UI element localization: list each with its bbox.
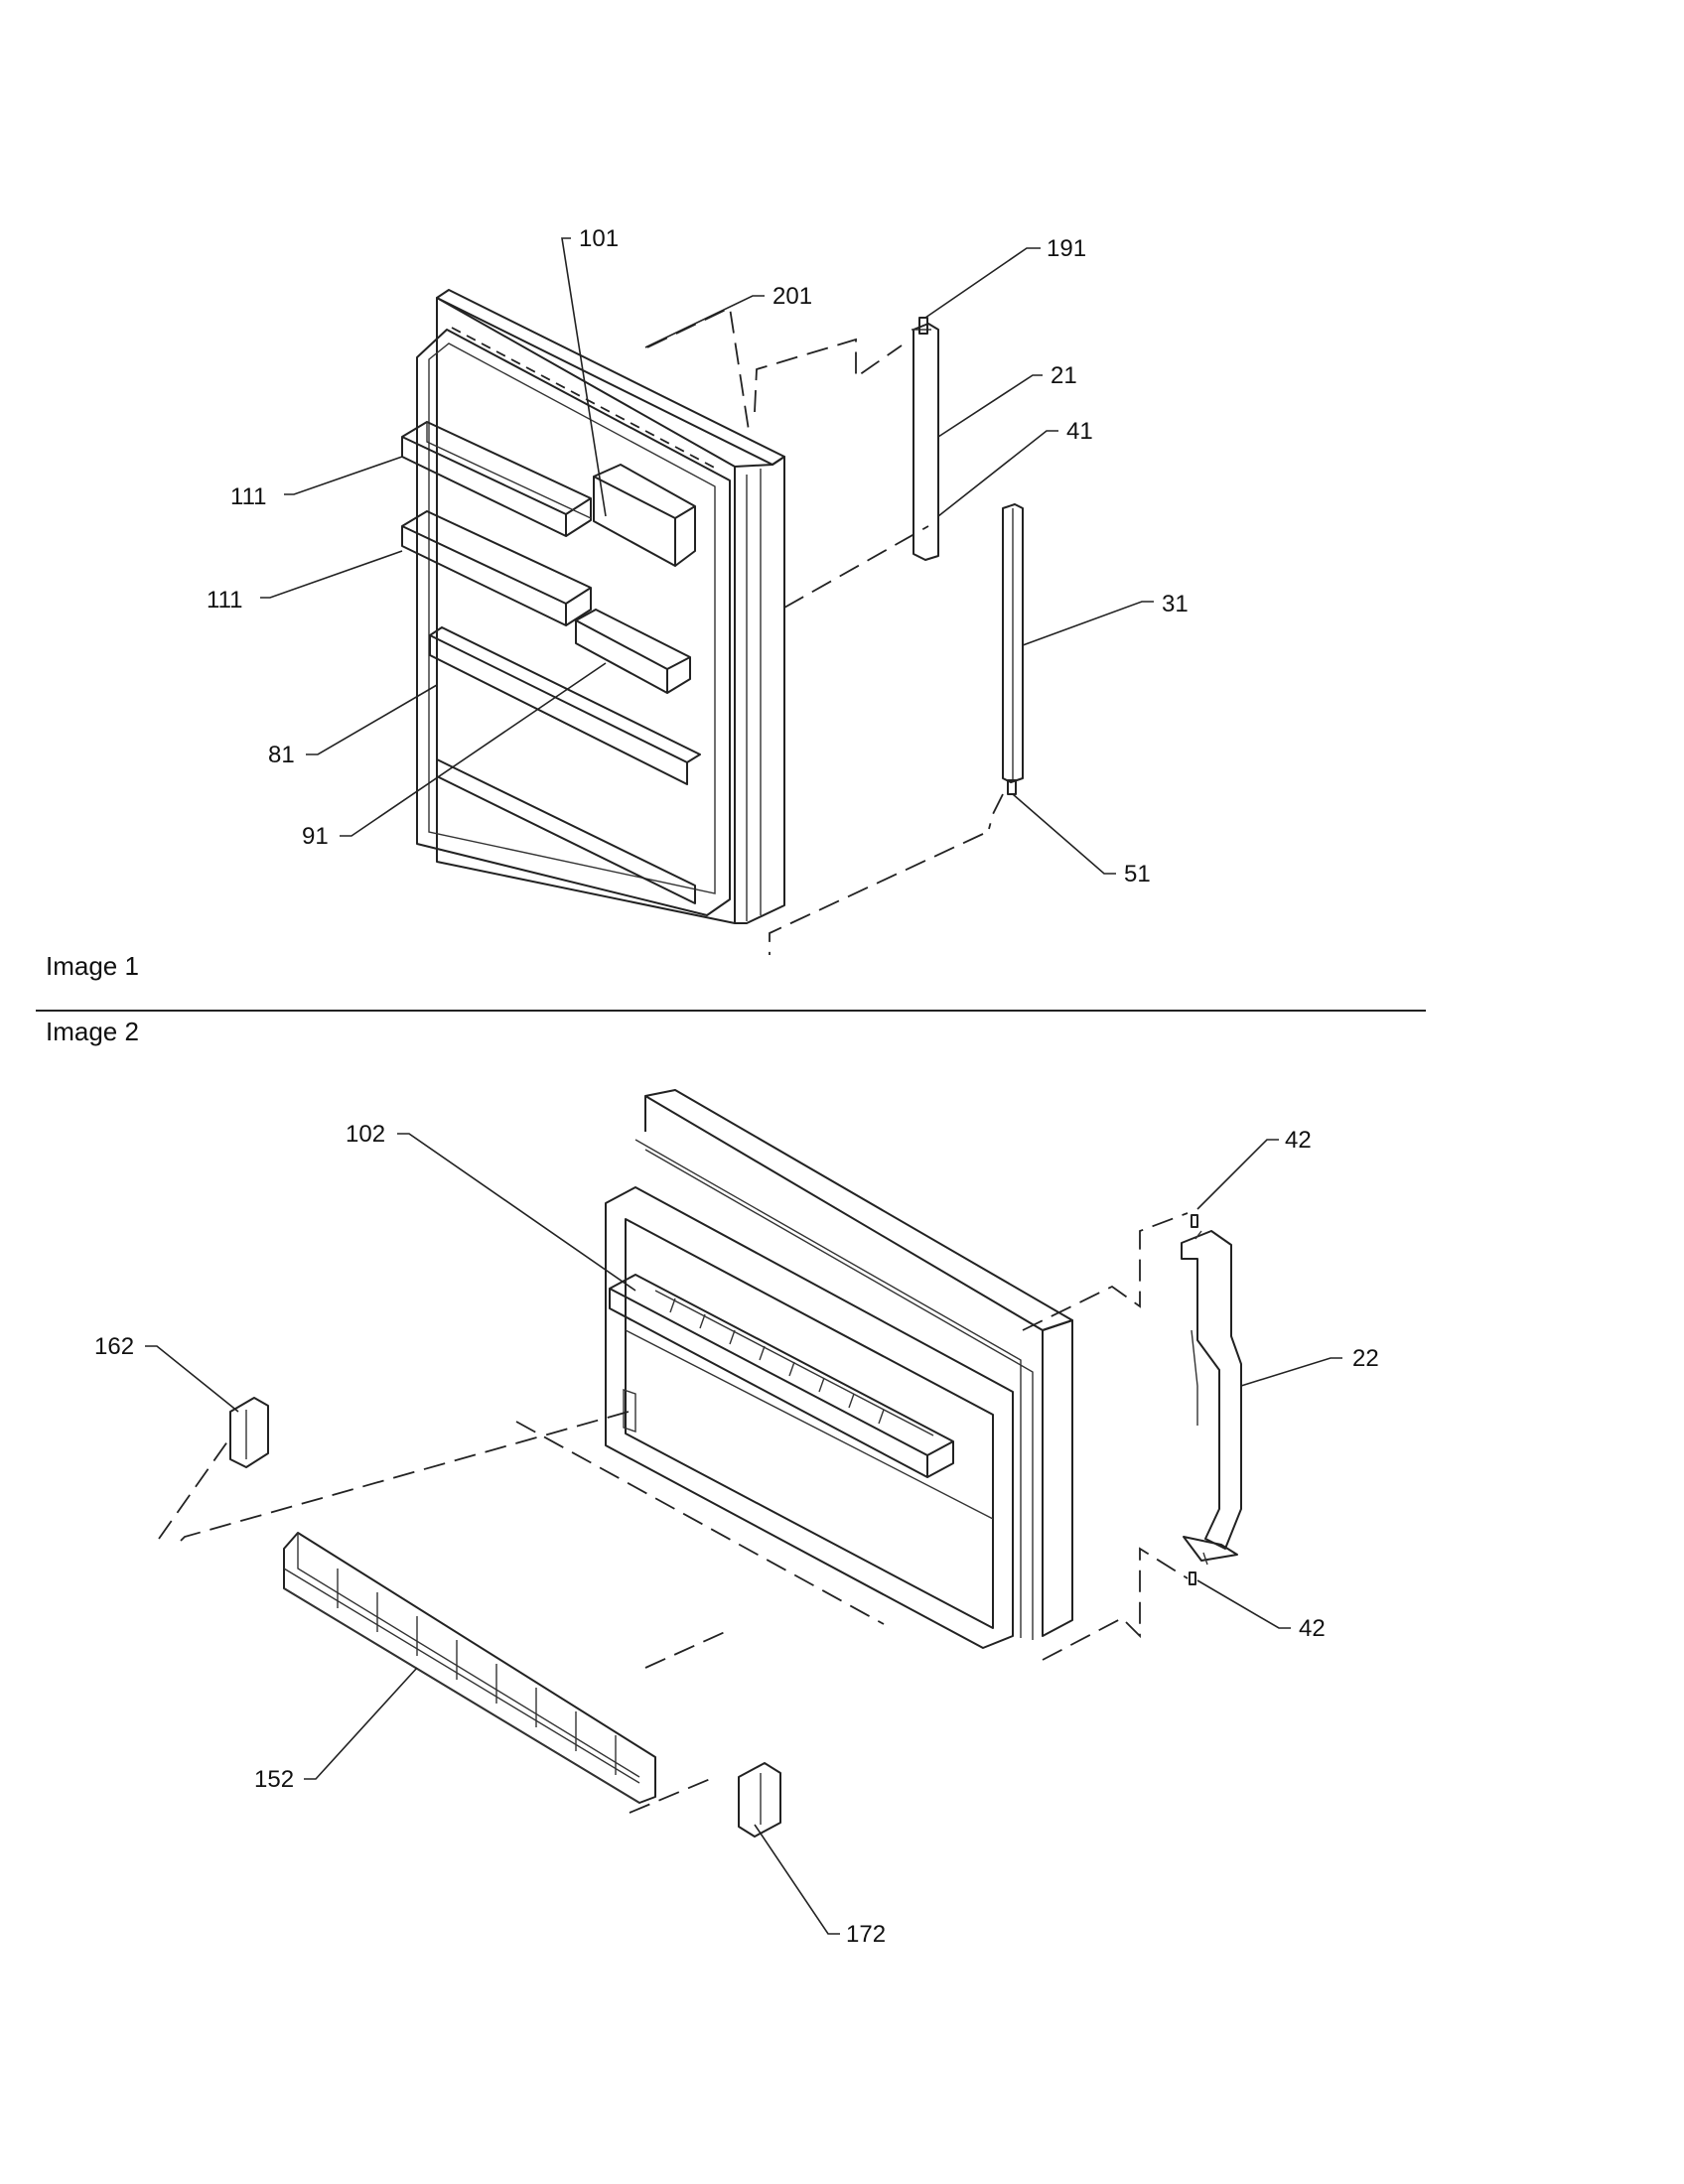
callout-22: 22	[1352, 1345, 1379, 1372]
leader-162	[145, 1345, 239, 1413]
leader-111-lower	[260, 550, 403, 599]
freezer-drawer	[158, 1089, 1242, 1838]
leader-51	[1012, 793, 1116, 875]
callout-91: 91	[302, 823, 329, 850]
leader-42-upper	[1196, 1139, 1279, 1210]
caption-image-1: Image 1	[46, 951, 139, 981]
callout-191: 191	[1047, 235, 1086, 262]
caption-image-2: Image 2	[46, 1017, 139, 1046]
callout-152: 152	[254, 1766, 294, 1793]
callout-162: 162	[94, 1333, 134, 1360]
leader-42-lower	[1196, 1579, 1291, 1629]
leader-41	[937, 430, 1058, 517]
callout-21: 21	[1051, 362, 1077, 389]
leader-81	[306, 684, 438, 755]
leader-111-upper	[284, 456, 403, 495]
leader-172	[754, 1824, 840, 1935]
leader-91	[340, 662, 607, 837]
callout-201: 201	[772, 283, 812, 310]
callout-42-upper: 42	[1285, 1127, 1312, 1154]
callout-42-lower: 42	[1299, 1615, 1326, 1642]
leader-152	[304, 1667, 418, 1780]
callout-31: 31	[1162, 591, 1189, 617]
callout-101: 101	[579, 225, 619, 252]
callout-41: 41	[1066, 418, 1093, 445]
leader-31	[1022, 601, 1154, 646]
callout-51: 51	[1124, 861, 1151, 887]
leader-201	[644, 295, 765, 348]
callout-111-lower: 111	[207, 587, 242, 614]
leader-21	[937, 374, 1043, 438]
callout-81: 81	[268, 742, 295, 768]
leader-102	[397, 1133, 636, 1292]
callout-102: 102	[346, 1121, 385, 1148]
callout-111-upper: 111	[230, 483, 266, 510]
leader-191	[924, 247, 1041, 319]
fresh-food-door	[401, 289, 1024, 955]
callout-172: 172	[846, 1921, 886, 1948]
leader-101	[561, 237, 607, 517]
leader-22	[1240, 1357, 1342, 1387]
